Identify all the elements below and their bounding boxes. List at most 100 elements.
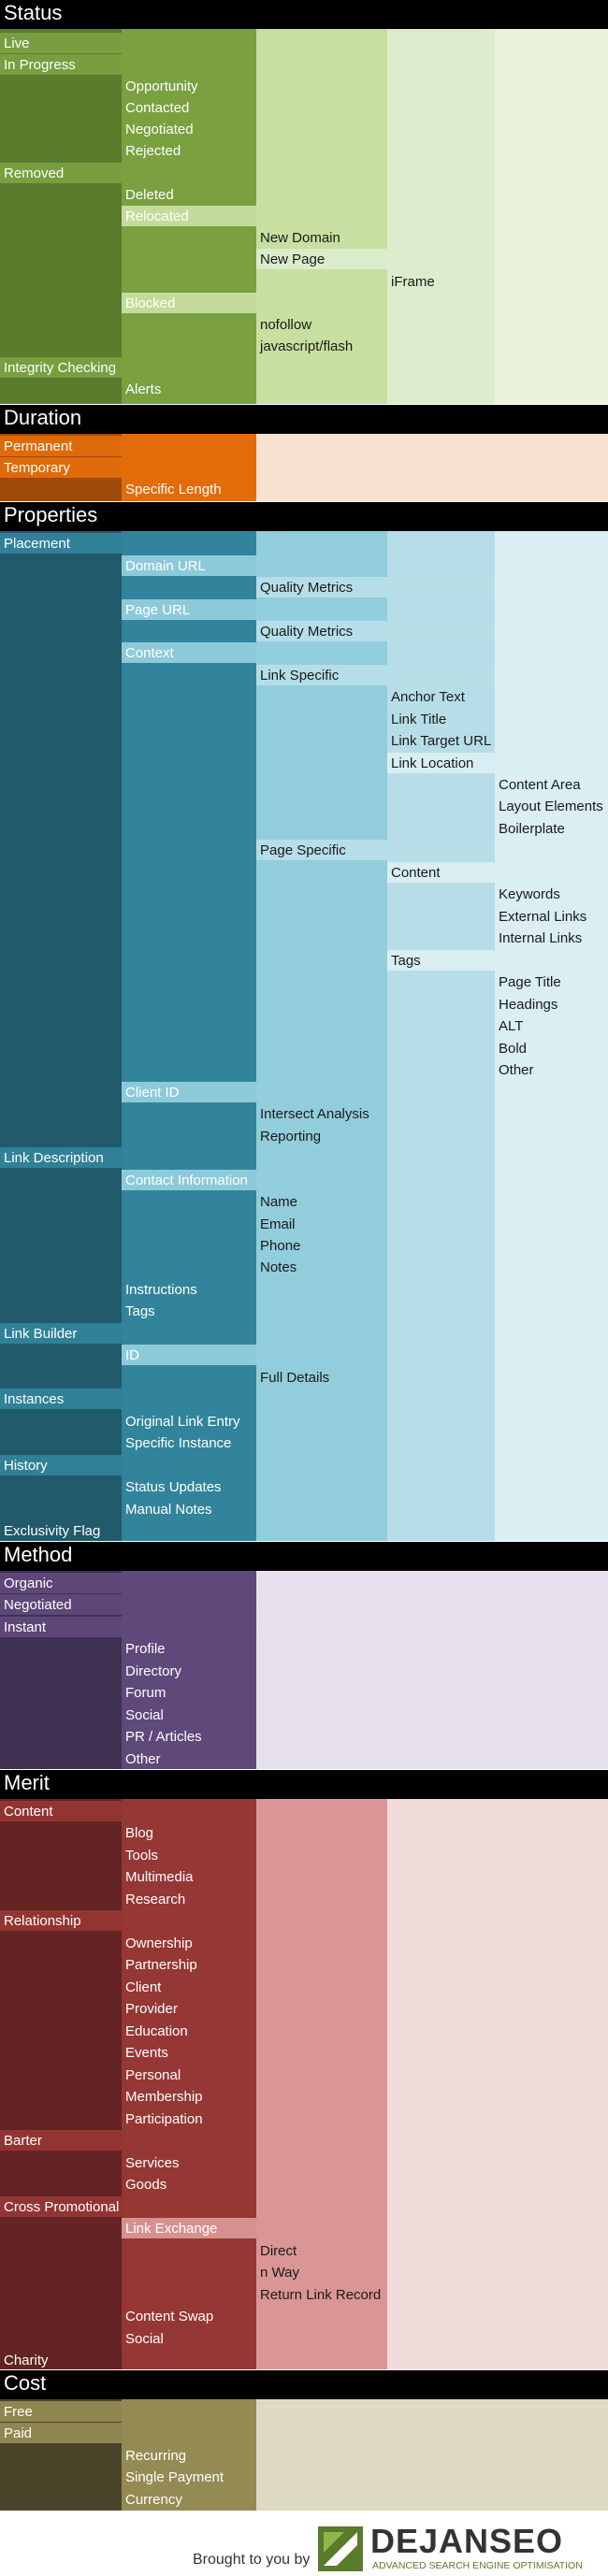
column-band-merit-2 xyxy=(256,1799,387,2369)
column-band-merit-0 xyxy=(0,1799,122,2369)
item-label-properties-45: Exclusivity Flag xyxy=(4,1523,101,1539)
logo-mark-icon xyxy=(318,2526,363,2571)
item-label-status-14: javascript/flash xyxy=(260,338,354,354)
item-label-properties-17: External Links xyxy=(499,909,587,925)
item-label-method-8: Other xyxy=(125,1751,161,1767)
item-label-cost-3: Single Payment xyxy=(125,2469,224,2485)
item-label-method-0: Organic xyxy=(4,1576,53,1591)
item-label-properties-29: Contact Information xyxy=(125,1173,248,1188)
item-label-properties-39: Instances xyxy=(4,1391,65,1407)
item-label-merit-0: Content xyxy=(4,1804,53,1820)
item-strip-cost-0 xyxy=(0,2401,256,2422)
item-label-merit-8: Client xyxy=(125,1979,162,1995)
item-label-merit-2: Tools xyxy=(125,1848,159,1864)
column-band-status-0 xyxy=(0,29,122,404)
item-label-merit-9: Provider xyxy=(125,2001,178,2017)
item-label-properties-0: Placement xyxy=(4,536,70,552)
item-label-properties-21: Headings xyxy=(499,997,558,1013)
item-label-merit-13: Membership xyxy=(125,2089,203,2105)
item-strip-properties-6 xyxy=(256,665,495,685)
item-label-properties-8: Link Title xyxy=(391,712,447,727)
item-label-properties-20: Page Title xyxy=(499,974,561,990)
item-label-method-6: Social xyxy=(125,1707,164,1723)
item-label-status-11: iFrame xyxy=(391,274,435,290)
item-label-method-3: Profile xyxy=(125,1641,166,1657)
item-strip-duration-1 xyxy=(0,457,256,478)
item-label-duration-2: Specific Length xyxy=(125,482,222,497)
item-label-merit-21: n Way xyxy=(260,2265,299,2281)
item-label-properties-5: Context xyxy=(125,645,174,661)
item-label-merit-18: Cross Promotional xyxy=(4,2199,120,2215)
dejanseo-logo: DEJANSEO ADVANCED SEARCH ENGINE OPTIMISA… xyxy=(316,2523,606,2573)
item-label-merit-23: Content Swap xyxy=(125,2309,214,2324)
item-strip-merit-19 xyxy=(122,2218,387,2238)
item-label-properties-32: Phone xyxy=(260,1238,301,1254)
item-strip-properties-2 xyxy=(256,577,495,597)
item-label-method-4: Directory xyxy=(125,1663,182,1679)
column-band-cost-2 xyxy=(256,2399,608,2511)
item-label-merit-12: Personal xyxy=(125,2067,181,2083)
item-label-merit-15: Barter xyxy=(4,2133,42,2149)
item-label-merit-25: Charity xyxy=(4,2353,49,2368)
footer-brought-by: Brought to you by xyxy=(193,2552,311,2568)
item-strip-properties-28 xyxy=(0,1147,256,1168)
column-band-properties-3 xyxy=(387,531,495,1541)
item-label-properties-43: Status Updates xyxy=(125,1479,222,1495)
item-label-status-3: Contacted xyxy=(125,100,190,116)
item-label-properties-34: Instructions xyxy=(125,1282,197,1298)
item-label-status-6: Removed xyxy=(4,165,65,181)
item-label-merit-5: Relationship xyxy=(4,1913,81,1929)
item-strip-properties-5 xyxy=(122,642,387,663)
item-label-status-12: Blocked xyxy=(125,295,176,311)
item-label-properties-40: Original Link Entry xyxy=(125,1414,240,1430)
item-label-status-9: New Domain xyxy=(260,230,340,246)
item-strip-cost-1 xyxy=(0,2423,256,2443)
column-band-status-3 xyxy=(387,29,495,404)
item-label-merit-1: Blog xyxy=(125,1825,154,1841)
item-strip-properties-25 xyxy=(122,1082,387,1102)
item-label-merit-20: Direct xyxy=(260,2243,297,2259)
item-label-merit-16: Services xyxy=(125,2155,180,2171)
item-label-merit-10: Education xyxy=(125,2023,188,2039)
item-label-method-5: Forum xyxy=(125,1685,166,1701)
column-band-properties-2 xyxy=(256,531,387,1541)
column-band-properties-0 xyxy=(0,531,122,1541)
item-label-merit-11: Events xyxy=(125,2045,168,2061)
item-label-status-16: Alerts xyxy=(125,381,162,397)
item-label-status-5: Rejected xyxy=(125,143,181,159)
item-strip-status-1 xyxy=(0,54,256,75)
item-strip-merit-15 xyxy=(0,2130,256,2151)
item-label-properties-6: Link Specific xyxy=(260,668,340,684)
item-label-status-10: New Page xyxy=(260,252,326,267)
item-label-merit-22: Return Link Record xyxy=(260,2287,382,2303)
item-label-properties-3: Page URL xyxy=(125,602,191,618)
item-label-duration-1: Temporary xyxy=(4,460,70,476)
item-strip-status-10 xyxy=(256,249,495,269)
item-label-merit-14: Participation xyxy=(125,2111,203,2127)
item-label-properties-18: Internal Links xyxy=(499,930,583,946)
item-label-cost-0: Free xyxy=(4,2404,33,2420)
item-label-properties-38: Full Details xyxy=(260,1370,330,1386)
item-strip-properties-29 xyxy=(122,1170,387,1190)
column-band-merit-3 xyxy=(387,1799,608,2369)
item-label-status-13: nofollow xyxy=(260,317,312,333)
column-band-merit-1 xyxy=(122,1799,256,2369)
item-strip-status-0 xyxy=(0,33,256,53)
item-label-merit-4: Research xyxy=(125,1892,186,1907)
item-label-properties-13: Boilerplate xyxy=(499,821,565,837)
item-strip-method-1 xyxy=(0,1594,256,1615)
item-label-properties-16: Keywords xyxy=(499,886,560,902)
item-label-properties-35: Tags xyxy=(125,1303,155,1319)
item-label-properties-25: Client ID xyxy=(125,1085,180,1101)
column-band-properties-4 xyxy=(495,531,608,1541)
item-label-status-0: Live xyxy=(4,36,30,51)
item-label-status-15: Integrity Checking xyxy=(4,360,117,376)
column-band-duration-2 xyxy=(256,434,608,501)
item-label-merit-19: Link Exchange xyxy=(125,2221,218,2237)
item-label-status-1: In Progress xyxy=(4,57,76,73)
item-label-properties-30: Name xyxy=(260,1194,298,1210)
section-header-status: Status xyxy=(0,0,608,29)
item-label-properties-41: Specific Instance xyxy=(125,1435,232,1451)
item-strip-status-8 xyxy=(122,206,387,226)
